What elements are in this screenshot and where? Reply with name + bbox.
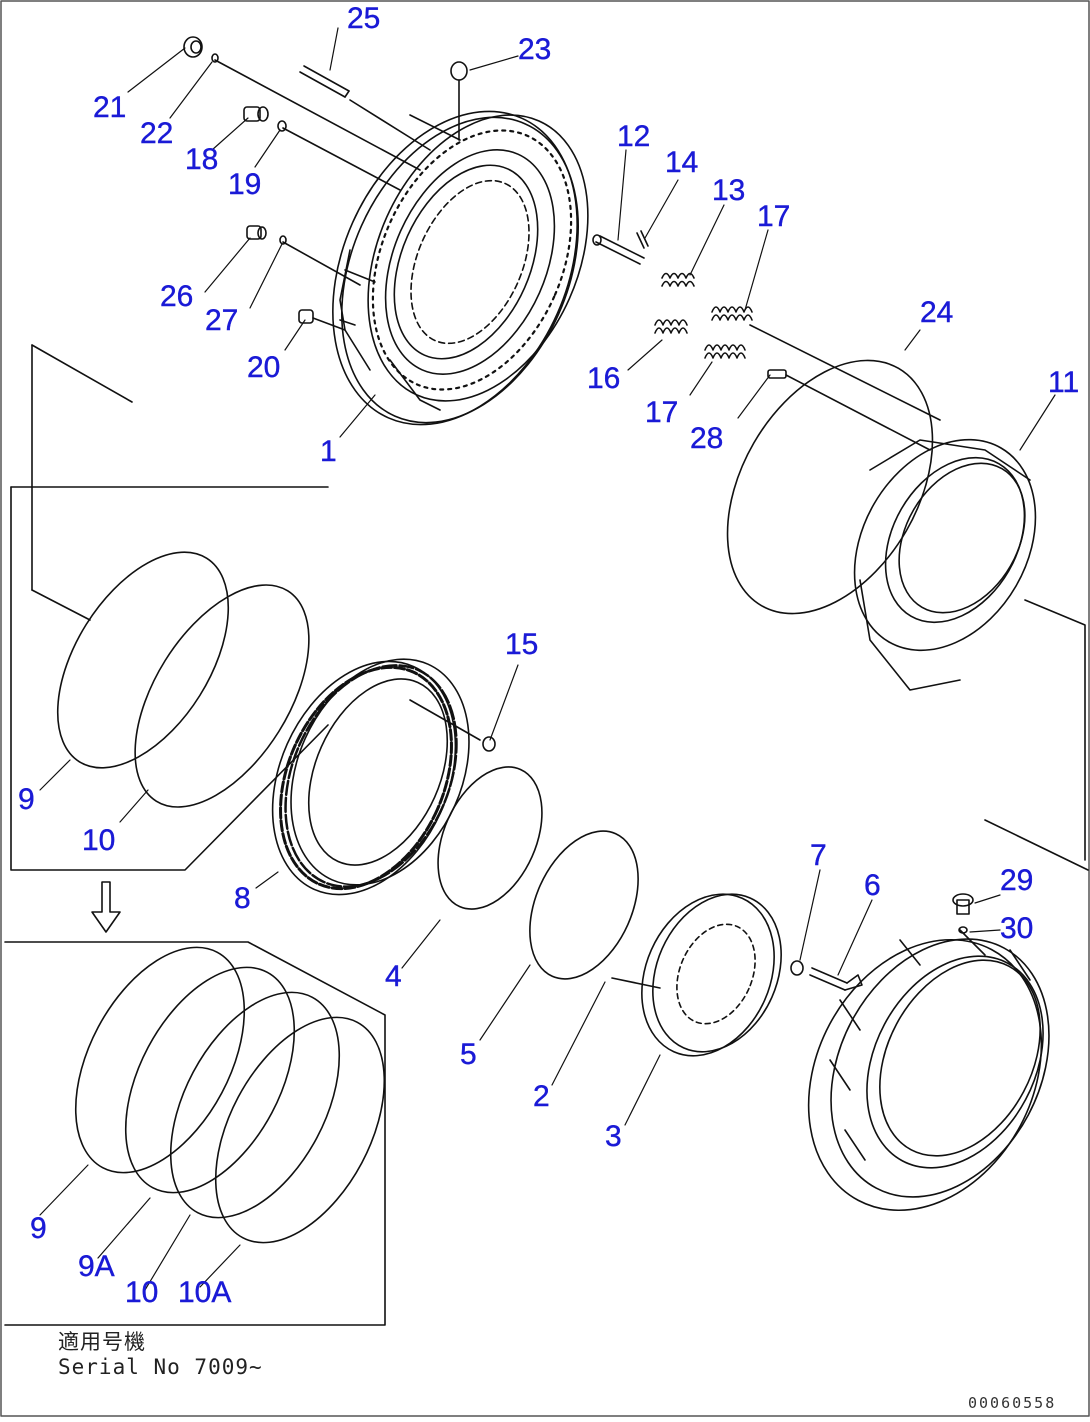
callout-9: 9 <box>18 783 35 816</box>
callout-20: 20 <box>247 351 281 384</box>
callout-8: 8 <box>234 882 251 915</box>
callout-26: 26 <box>160 280 194 313</box>
callout-30: 30 <box>1000 912 1034 945</box>
callout-11: 11 <box>1048 366 1080 399</box>
callout-10-alt: 10 <box>125 1276 159 1309</box>
callout-2: 2 <box>533 1080 550 1113</box>
callout-10A: 10A <box>178 1276 232 1309</box>
callout-16: 16 <box>587 362 621 395</box>
callout-14: 14 <box>665 146 699 179</box>
part-3-plate <box>611 893 863 1057</box>
callout-10: 10 <box>82 824 116 857</box>
alternate-rings-box <box>4 881 386 1326</box>
callout-18: 18 <box>185 143 219 176</box>
callout-4: 4 <box>385 960 402 993</box>
drawing-code: 00060558 <box>968 1394 1057 1412</box>
callout-29: 29 <box>1000 864 1034 897</box>
part-24-o-ring <box>726 359 934 615</box>
callout-22: 22 <box>140 117 174 150</box>
callout-24: 24 <box>920 296 954 329</box>
callout-1: 1 <box>320 435 337 468</box>
callout-17-upper: 17 <box>757 200 791 233</box>
part-8-piston <box>271 658 496 896</box>
callout-25: 25 <box>347 2 381 35</box>
part-5-ring <box>529 830 639 980</box>
callout-5: 5 <box>460 1038 477 1071</box>
springs-and-pins <box>592 230 941 451</box>
small-fittings-top <box>183 36 468 331</box>
callout-12: 12 <box>617 120 651 153</box>
rings-box-upper <box>10 344 329 871</box>
callout-17-lower: 17 <box>645 396 679 429</box>
part-4-ring <box>437 766 543 910</box>
callout-21: 21 <box>93 91 127 124</box>
callout-27: 27 <box>205 304 239 337</box>
applicability-title: 適用号機 <box>58 1330 146 1354</box>
callout-13: 13 <box>712 174 746 207</box>
callout-7: 7 <box>810 839 827 872</box>
callout-9-alt: 9 <box>30 1212 47 1245</box>
part-11-retainer <box>853 438 1089 871</box>
callout-15: 15 <box>505 628 539 661</box>
callout-23: 23 <box>518 33 552 66</box>
arrow-down-icon <box>91 881 121 933</box>
callout-9A: 9A <box>78 1250 115 1283</box>
clutch-drum <box>807 929 1050 1212</box>
callout-28: 28 <box>690 422 724 455</box>
callout-6: 6 <box>864 869 881 902</box>
callout-3: 3 <box>605 1120 622 1153</box>
part-1-housing <box>332 110 589 426</box>
serial-number-note: Serial No 7009~ <box>58 1355 263 1379</box>
callout-19: 19 <box>228 168 262 201</box>
parts-29-30 <box>952 893 974 934</box>
callout-leader-lines <box>39 27 1056 1291</box>
